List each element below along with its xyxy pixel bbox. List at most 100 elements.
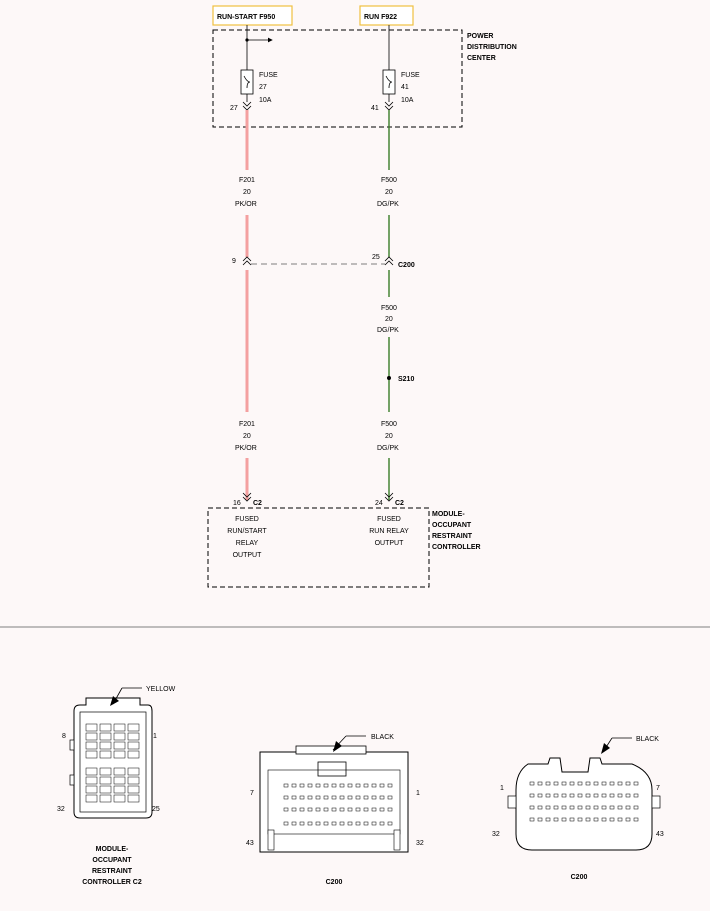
connector-cavity [585,793,591,798]
wire-label-gauge: 20 [243,433,251,440]
connector-cavity [387,807,393,812]
c2-color-label: YELLOW [146,686,176,693]
connector-cavity [379,821,385,826]
connector-cavity [323,821,329,826]
connector-cavity [99,794,112,803]
connector-cavity [315,795,321,800]
wire-label-gauge: 20 [385,189,393,196]
connector-cavity [99,750,112,759]
connector-cavity [299,783,305,788]
connector-cavity [537,781,543,786]
connector-cavity [363,795,369,800]
connector-cavity [127,723,140,732]
source-label-run: RUN F922 [359,5,414,26]
connector-cavity [127,776,140,785]
connector-cavity [99,732,112,741]
connector-cavity [355,783,361,788]
wire-label-gauge: 20 [385,316,393,323]
wire-label-color: PK/OR [235,201,257,208]
c200a-caption: C200 [326,879,343,886]
connector-cavity [113,767,126,776]
connector-cavity [593,793,599,798]
wire-label-circuit: F201 [239,421,255,428]
connector-cavity [291,807,297,812]
connector-cavity [347,821,353,826]
c2-pin-label: 25 [152,806,160,813]
connector-cavity [371,795,377,800]
c200-label: C200 [398,262,415,269]
wire-label-color: DG/PK [377,327,399,334]
connector-cavity [625,781,631,786]
connector-cavity [625,793,631,798]
c2-caption: MODULE- [96,846,129,853]
connector-cavity [331,821,337,826]
module-title-2: OCCUPANT [432,522,472,529]
connector-cavity [85,750,98,759]
connector-cavity [315,807,321,812]
connector-c200-side-icon [259,745,409,853]
svg-text:RUN F922: RUN F922 [364,14,397,21]
connector-cavity [355,807,361,812]
connector-cavity [85,732,98,741]
c200a-pin-label: 1 [416,790,420,797]
connector-cavity [347,807,353,812]
connector-cavity [577,793,583,798]
connector-cavity [127,750,140,759]
module-conn-c2: C2 [253,500,262,507]
module-left-line: OUTPUT [233,552,263,559]
connector-cavity [601,817,607,822]
connector-c2-face-icon [69,697,153,819]
connector-cavity [601,793,607,798]
connector-cavity [291,783,297,788]
connector-cavity [633,817,639,822]
pdc-title-1: POWER [467,33,493,40]
pdc-title-3: CENTER [467,55,496,62]
module-box [207,507,430,588]
connector-cavity [283,821,289,826]
connector-cavity [127,732,140,741]
connector-cavity [283,795,289,800]
connector-cavity [545,817,551,822]
connector-cavity [323,795,329,800]
connector-cavity [85,741,98,750]
fuse-41-rating: 10A [401,97,414,104]
connector-cavity [113,750,126,759]
connector-cavity [569,817,575,822]
c200a-color-label: BLACK [371,734,394,741]
connector-cavity [347,795,353,800]
c200a-pin-label: 43 [246,840,254,847]
fuse-27-icon [240,69,254,111]
connector-cavity [633,781,639,786]
connector-cavity [307,807,313,812]
connector-cavity [127,767,140,776]
connector-cavity [617,793,623,798]
connector-cavity [585,805,591,810]
connector-cavity [545,805,551,810]
connector-cavity [291,821,297,826]
module-title-3: RESTRAINT [432,533,473,540]
c2-pin-label: 32 [57,806,65,813]
connector-cavity [371,807,377,812]
connector-cavity [529,793,535,798]
c200a-pin-label: 7 [250,790,254,797]
connector-cavity [609,817,615,822]
connector-cavity [379,783,385,788]
c200-pin-25: 25 [372,254,380,261]
wire-label-color: PK/OR [235,445,257,452]
fuse-41-word: FUSE [401,72,420,79]
c2-caption: OCCUPANT [92,857,132,864]
connector-cavity [553,805,559,810]
connector-cavity [339,795,345,800]
connector-cavity [99,785,112,794]
connector-cavity [339,783,345,788]
connector-cavity [307,821,313,826]
wire-label-circuit: F500 [381,421,397,428]
connector-cavity [379,807,385,812]
connector-cavity [339,821,345,826]
connector-cavity [379,795,385,800]
connector-cavity [307,783,313,788]
power-distribution-center-box [212,29,463,128]
module-title-1: MODULE- [432,511,465,518]
connector-cavity [347,783,353,788]
